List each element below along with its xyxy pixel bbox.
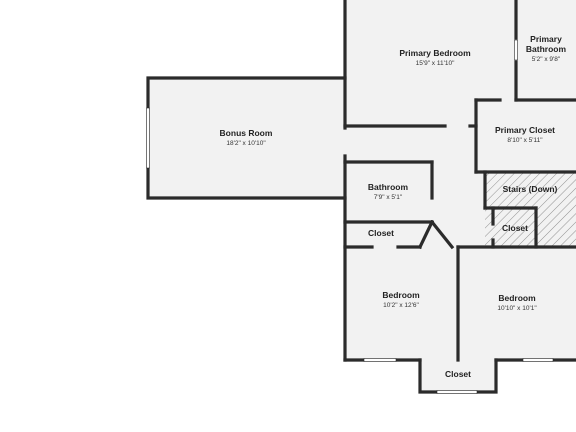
bonus-room-dims: 18'2" x 10'10" [226, 140, 266, 147]
primary-closet-name: Primary Closet [495, 125, 555, 135]
bathroom-dims: 7'9" x 5'1" [374, 194, 403, 201]
stairs-closet-name: Closet [502, 223, 528, 233]
bonus-room-name: Bonus Room [220, 128, 273, 138]
bedroom-right-dims: 10'10" x 10'1" [497, 305, 537, 312]
primary-bathroom-name-1: Primary [530, 34, 562, 44]
primary-bathroom-name-2: Bathroom [526, 44, 567, 54]
primary-bathroom-dims: 5'2" x 9'8" [532, 56, 561, 63]
doors [343, 124, 480, 362]
bottom-closet-name: Closet [445, 369, 471, 379]
bedroom-right-name: Bedroom [498, 293, 536, 303]
windows [146, 39, 554, 394]
bathroom-name: Bathroom [368, 182, 409, 192]
primary-bedroom-dims: 15'9" x 11'10" [416, 60, 455, 67]
primary-closet-dims: 8'10" x 5'11" [507, 137, 543, 144]
stairs-name: Stairs (Down) [503, 184, 558, 194]
bedroom-left-dims: 10'2" x 12'6" [383, 302, 419, 309]
bedroom-left-name: Bedroom [382, 290, 420, 300]
hall-closet-name: Closet [368, 228, 394, 238]
primary-bedroom-name: Primary Bedroom [399, 48, 471, 58]
